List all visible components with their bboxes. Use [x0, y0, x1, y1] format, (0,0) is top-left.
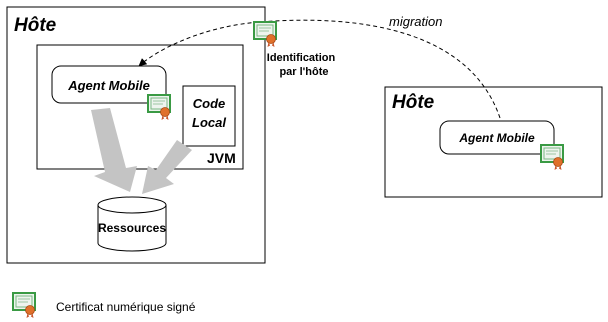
code-local-line2: Local: [192, 115, 226, 130]
legend-label: Certificat numérique signé: [56, 300, 196, 314]
resources-cylinder: [97, 205, 167, 252]
left-agent-box: [51, 65, 167, 104]
migration-label: migration: [389, 14, 442, 29]
left-agent-label: Agent Mobile: [67, 78, 150, 93]
code-to-resources-arrow: [142, 140, 192, 194]
migration-arrow: [138, 19, 501, 119]
legend-certificate-icon: [12, 292, 36, 320]
code-local-box: [182, 85, 236, 147]
right-host-title: Hôte: [392, 92, 435, 113]
identification-line1: Identification: [267, 52, 336, 64]
resources-cylinder-top: [97, 196, 167, 214]
identification-line2: par l'hôte: [279, 66, 328, 78]
resources-label: Ressources: [98, 221, 166, 235]
agent-to-resources-arrow: [91, 108, 137, 192]
right-host-box: [384, 86, 603, 198]
right-agent-label: Agent Mobile: [458, 131, 535, 145]
right-agent-box: [439, 120, 555, 155]
jvm-label: JVM: [207, 150, 236, 166]
code-local-line1: Code: [193, 96, 226, 111]
left-host-title: Hôte: [14, 15, 57, 36]
